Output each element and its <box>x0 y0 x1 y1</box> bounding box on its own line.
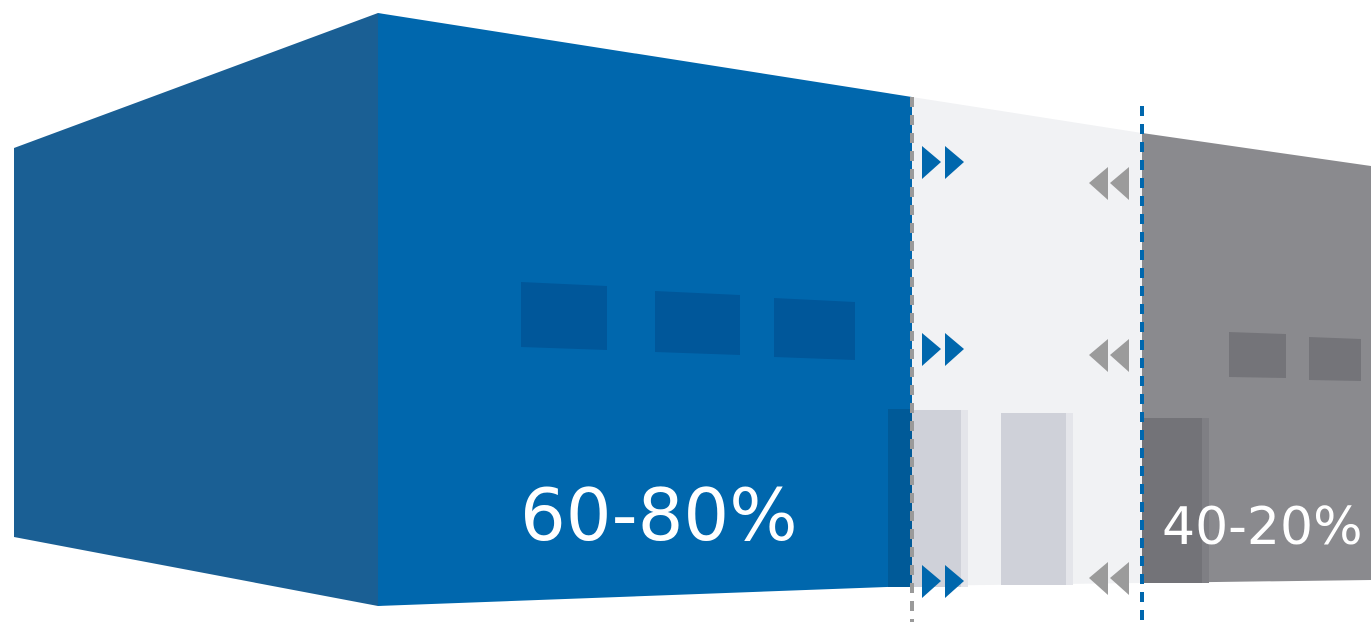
left-percentage-label: 60-80% <box>520 473 798 557</box>
blue-window <box>521 282 607 350</box>
blue-building-front-face <box>378 13 912 606</box>
double-chevron-right-icon <box>922 333 964 366</box>
door-center-edge <box>1066 413 1073 585</box>
door-left-edge <box>961 410 968 587</box>
blue-building-side-face <box>14 13 378 606</box>
door-center <box>1001 413 1067 585</box>
right-percentage-label: 40-20% <box>1162 497 1363 557</box>
double-chevron-left-icon <box>1089 339 1129 372</box>
blue-window <box>774 298 855 360</box>
blue-window <box>655 291 740 355</box>
gray-door-edge <box>1202 418 1209 583</box>
transition-zone <box>912 97 1142 586</box>
gray-door <box>1142 418 1202 583</box>
double-chevron-left-icon <box>1089 167 1129 200</box>
gray-window <box>1229 332 1286 378</box>
double-chevron-right-icon <box>922 565 964 598</box>
door-shadow <box>888 409 913 587</box>
double-chevron-right-icon <box>922 146 964 179</box>
gray-window <box>1309 337 1361 381</box>
door-left <box>912 410 962 587</box>
double-chevron-left-icon <box>1089 562 1129 595</box>
